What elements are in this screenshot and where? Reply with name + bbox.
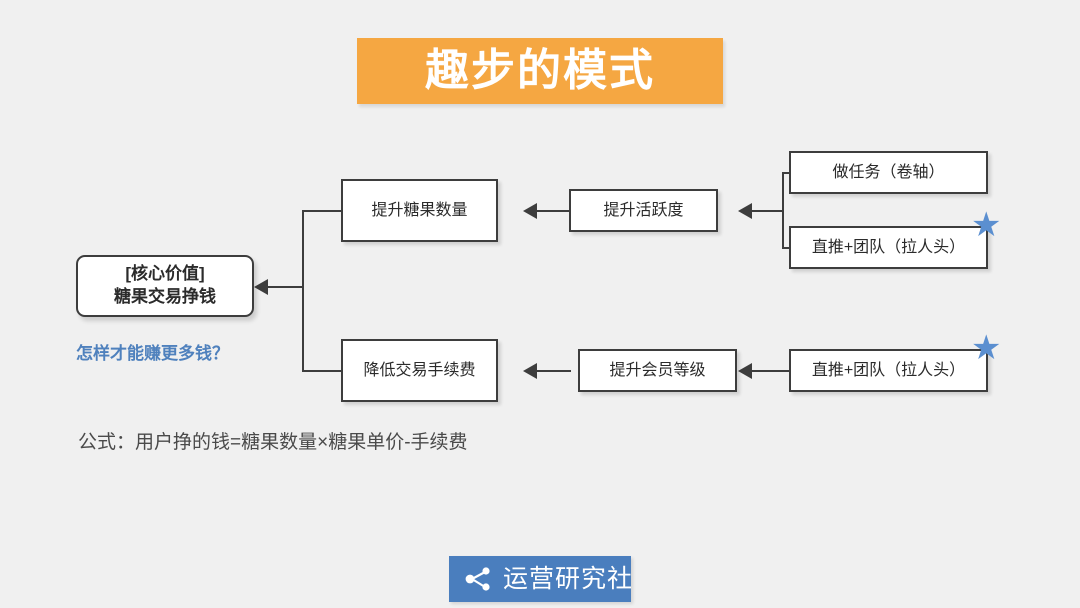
node-increase-member-level[interactable]: 提升会员等级 [578,349,737,392]
arrowhead-to-member-level [738,363,752,379]
star-icon: ★ [971,206,1002,244]
arrowhead-to-increase-activity [738,203,752,219]
connector-activity-to-candy [537,210,571,212]
star-icon: ★ [971,329,1002,367]
connector-right-bracket-spine [782,173,784,249]
formula-text: 公式：用户挣的钱=糖果数量×糖果单价-手续费 [78,432,468,453]
node-referral-team-top[interactable]: 直推+团队（拉人头） [789,226,988,269]
connector-core-horizontal [268,286,304,288]
node-core-value[interactable]: [核心价值] 糖果交易挣钱 [76,255,254,317]
node-reduce-fee-label: 降低交易手续费 [363,361,476,379]
arrowhead-to-increase-candy [523,203,537,219]
node-reduce-fee[interactable]: 降低交易手续费 [341,339,498,402]
connector-right-bracket-top-arm [782,172,791,174]
arrowhead-to-core-value [254,279,268,295]
connector-left-bracket-spine [302,211,304,371]
connector-right-bracket-bottom-arm [782,247,791,249]
connector-referral-to-memberlevel [752,370,791,372]
page-title: 趣步的模式 [425,46,655,95]
brand-name: 运营研究社 [503,564,634,593]
slide-title-banner: 趣步的模式 [357,38,723,104]
node-referral-team-bottom-label: 直推+团队（拉人头） [811,361,966,379]
node-referral-team-top-label: 直推+团队（拉人头） [811,238,966,256]
connector-right-bracket-stub [752,210,784,212]
node-core-value-label: [核心价值] 糖果交易挣钱 [114,264,216,306]
node-increase-activity-label: 提升活跃度 [603,201,684,219]
connector-memberlevel-to-fee [537,370,571,372]
node-do-tasks-label: 做任务（卷轴） [832,163,945,181]
node-increase-member-level-label: 提升会员等级 [609,361,706,379]
node-do-tasks[interactable]: 做任务（卷轴） [789,151,988,194]
node-increase-candy-label: 提升糖果数量 [371,201,468,219]
share-network-icon [465,567,490,591]
node-increase-activity[interactable]: 提升活跃度 [569,189,718,232]
arrowhead-to-reduce-fee [523,363,537,379]
question-text: 怎样才能赚更多钱？ [76,344,229,363]
connector-left-bracket-top-arm [302,210,343,212]
node-increase-candy[interactable]: 提升糖果数量 [341,179,498,242]
connector-left-bracket-bottom-arm [302,370,343,372]
node-referral-team-bottom[interactable]: 直推+团队（拉人头） [789,349,988,392]
footer-brand-badge: 运营研究社 [449,556,634,602]
